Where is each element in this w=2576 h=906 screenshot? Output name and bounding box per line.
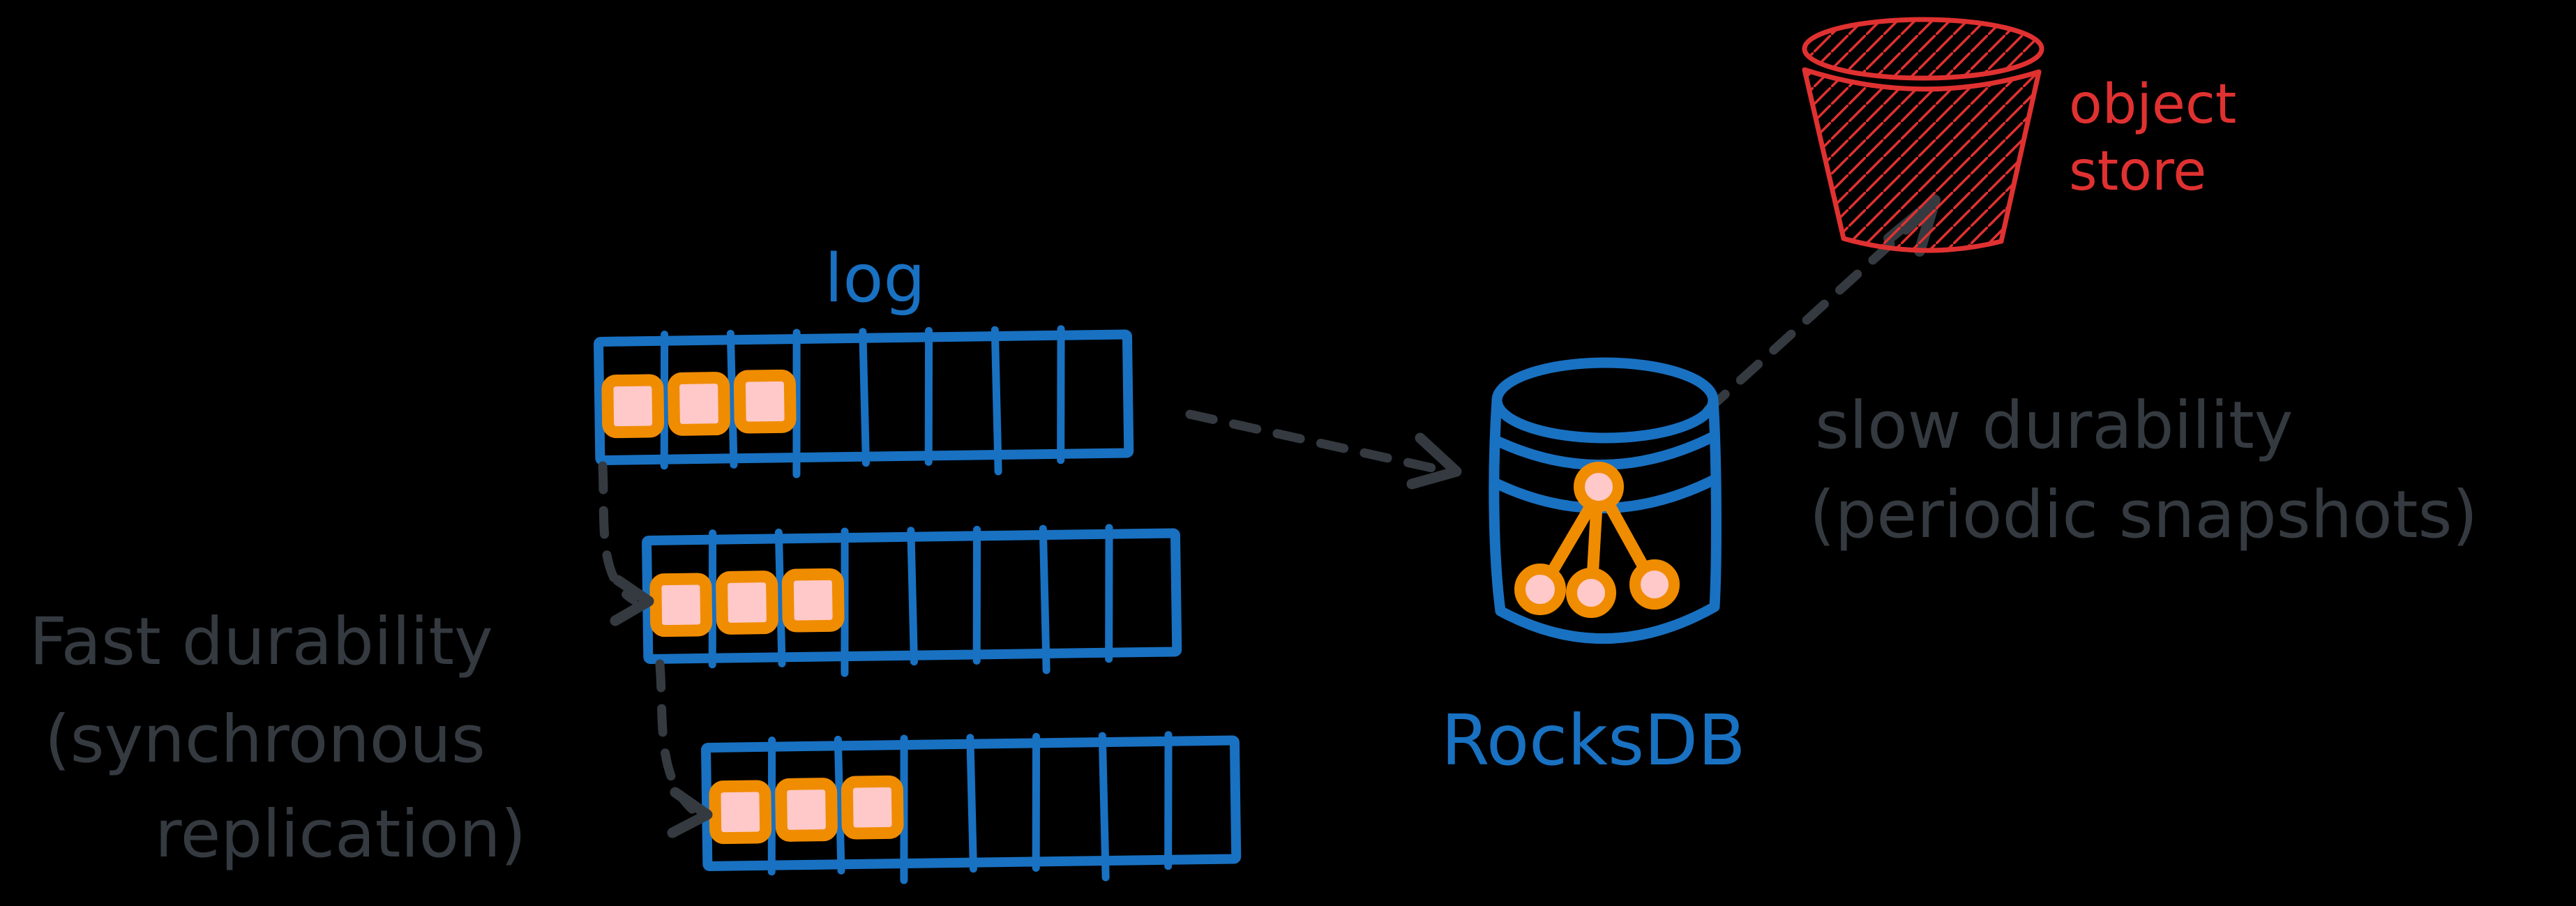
fast-durability-line3: replication) xyxy=(155,796,526,873)
log-cell-divider xyxy=(972,525,981,665)
log-cell-divider xyxy=(1105,524,1113,663)
log-cell-divider xyxy=(726,329,738,469)
log-cell-divider xyxy=(1098,732,1110,882)
log-cell-divider xyxy=(991,326,1002,476)
log-cell-divider xyxy=(1057,325,1065,465)
log-cell-divider xyxy=(900,734,908,884)
log-entry xyxy=(775,778,838,842)
object-store-label-line1: object xyxy=(2069,73,2236,136)
log-cell-divider xyxy=(924,326,933,466)
replication-arrow-2 xyxy=(655,659,713,838)
fast-durability-line1: Fast durability xyxy=(29,604,493,680)
log-entry xyxy=(668,372,730,436)
slow-durability-line2: (periodic snapshots) xyxy=(1809,477,2478,553)
log-cell-divider xyxy=(1039,524,1050,674)
object-store-label-line2: store xyxy=(2069,140,2206,203)
object-store-bucket-icon xyxy=(1802,17,2044,253)
log-cell-divider xyxy=(708,529,717,669)
log-cell-divider xyxy=(859,328,870,467)
log-cell-divider xyxy=(1032,732,1041,872)
log-entry xyxy=(781,568,845,633)
log-entry xyxy=(733,369,797,434)
fast-durability-line2: (synchronous xyxy=(45,702,485,778)
log-entry xyxy=(601,374,665,439)
log-entry xyxy=(649,573,713,637)
rocksdb-label: RocksDB xyxy=(1441,700,1746,781)
log-entry xyxy=(841,775,904,840)
log-cell-divider xyxy=(834,735,845,875)
log-cell-divider xyxy=(774,528,786,667)
log-cell-divider xyxy=(907,527,918,666)
replication-arrow-1 xyxy=(598,461,654,626)
log-entry xyxy=(709,780,772,845)
log-cell-divider xyxy=(966,734,977,873)
log-cell-divider xyxy=(841,527,849,677)
rocksdb-tree-icon xyxy=(1514,462,1680,618)
bucket-lid xyxy=(1802,17,2044,81)
log-segment xyxy=(701,731,1242,884)
log-cell-divider xyxy=(660,331,669,470)
log-to-rocksdb-arrow xyxy=(1185,409,1462,490)
log-entry xyxy=(716,571,778,635)
bucket-body xyxy=(1802,67,2042,253)
log-cell-divider xyxy=(767,737,776,876)
slow-durability-line1: slow durability xyxy=(1815,388,2293,464)
log-label: log xyxy=(824,241,926,317)
log-segment xyxy=(594,325,1134,478)
log-cell-divider xyxy=(1164,731,1173,870)
log-segment xyxy=(642,524,1182,677)
log-cell-divider xyxy=(792,329,801,478)
